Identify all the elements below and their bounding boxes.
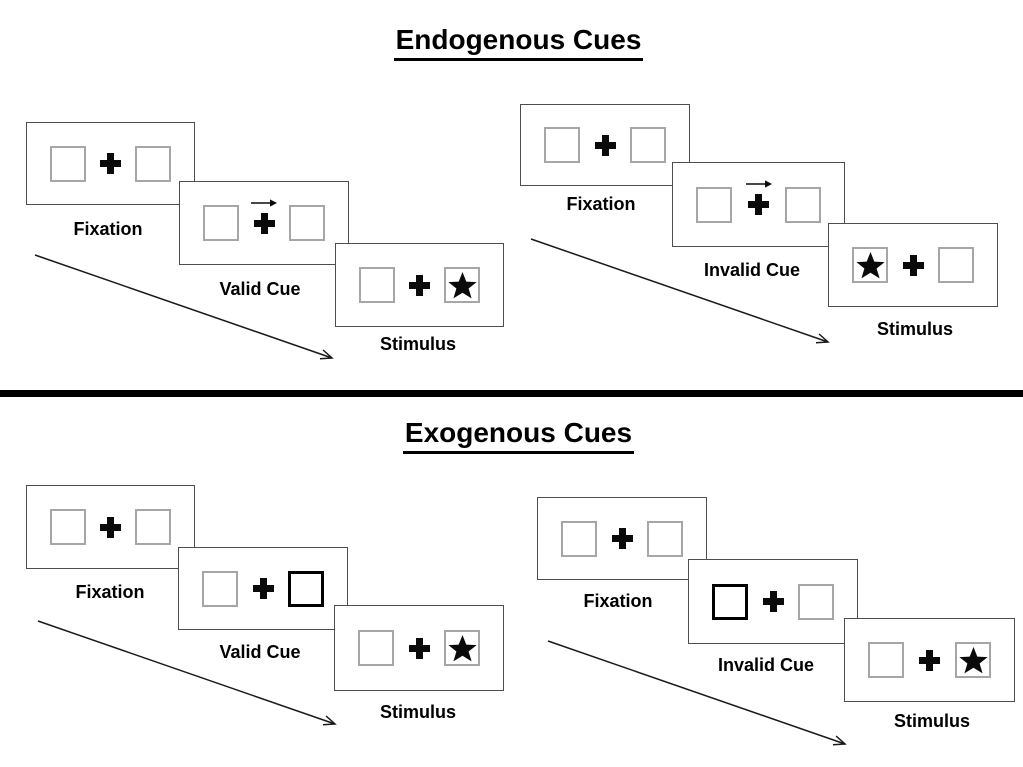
- fixation-screen: [537, 497, 707, 580]
- placeholder-box-right: [798, 583, 834, 620]
- cue-screen: [179, 181, 349, 265]
- placeholder-box-right: [630, 127, 666, 163]
- placeholder-box-left: [868, 642, 904, 678]
- target-star-icon: [855, 251, 885, 278]
- fixation-cross-icon: [762, 591, 784, 612]
- step-label-cue: Valid Cue: [219, 642, 301, 662]
- target-star-icon: [958, 646, 988, 673]
- placeholder-box-left: [359, 267, 395, 303]
- placeholder-box-right: [647, 520, 683, 557]
- fixation-screen: [520, 104, 690, 186]
- stimulus-screen: [334, 605, 504, 691]
- fixation-cross-icon: [611, 528, 633, 549]
- step-label-fixation: Fixation: [75, 582, 145, 602]
- cue-highlight-box-left: [712, 583, 748, 620]
- fixation-cross-icon: [100, 516, 121, 538]
- timeline-arrow-icon: [37, 620, 337, 726]
- section-title-exogenous-text: Exogenous Cues: [402, 417, 635, 454]
- fixation-screen: [26, 122, 195, 205]
- placeholder-box-left: [202, 570, 238, 607]
- step-label-fixation: Fixation: [583, 591, 653, 611]
- fixation-cross-icon: [902, 254, 924, 276]
- target-star-icon: [447, 634, 477, 661]
- step-label-fixation: Fixation: [73, 219, 143, 239]
- step-label-stimulus: Stimulus: [379, 702, 457, 722]
- timeline-arrow-icon: [530, 238, 830, 344]
- cue-right-arrow-icon: [251, 198, 277, 207]
- section-title-endogenous-text: Endogenous Cues: [393, 24, 644, 61]
- cue-screen: [672, 162, 845, 247]
- step-label-fixation: Fixation: [566, 194, 636, 214]
- target-box-right: [444, 267, 480, 303]
- target-box-left: [852, 247, 888, 283]
- placeholder-box-left: [358, 630, 394, 666]
- section-title-exogenous: Exogenous Cues: [14, 417, 1023, 454]
- cue-screen: [688, 559, 858, 644]
- fixation-cross-icon: [408, 637, 430, 659]
- target-box-right: [444, 630, 480, 666]
- step-label-cue: Invalid Cue: [717, 655, 815, 675]
- fixation-cross-icon: [745, 180, 772, 215]
- target-star-icon: [447, 271, 477, 298]
- step-label-cue: Invalid Cue: [703, 260, 801, 280]
- cue-screen: [178, 547, 348, 630]
- stimulus-screen: [335, 243, 504, 327]
- section-divider: [0, 390, 1023, 397]
- fixation-cross-icon: [251, 198, 277, 234]
- step-label-cue: Valid Cue: [219, 279, 301, 299]
- target-box-right: [955, 642, 991, 678]
- placeholder-box-right: [938, 247, 974, 283]
- step-label-stimulus: Stimulus: [876, 319, 954, 339]
- placeholder-box-right: [289, 205, 325, 241]
- stimulus-screen: [844, 618, 1015, 702]
- fixation-cross-icon: [594, 134, 616, 156]
- timeline-arrow-icon: [34, 254, 334, 360]
- placeholder-box-right: [785, 186, 821, 223]
- placeholder-box-left: [561, 520, 597, 557]
- placeholder-box-left: [50, 509, 86, 545]
- placeholder-box-left: [203, 205, 239, 241]
- cue-right-arrow-icon: [745, 180, 772, 188]
- placeholder-box-right: [135, 509, 171, 545]
- cue-highlight-box-right: [288, 570, 324, 607]
- placeholder-box-right: [135, 145, 171, 182]
- fixation-cross-icon: [409, 274, 430, 296]
- stimulus-screen: [828, 223, 998, 307]
- placeholder-box-left: [696, 186, 732, 223]
- timeline-arrow-icon: [547, 640, 847, 746]
- step-label-stimulus: Stimulus: [379, 334, 457, 354]
- section-title-endogenous: Endogenous Cues: [14, 24, 1023, 61]
- fixation-cross-icon: [100, 153, 121, 174]
- fixation-cross-icon: [919, 649, 940, 671]
- fixation-screen: [26, 485, 195, 569]
- placeholder-box-left: [544, 127, 580, 163]
- placeholder-box-left: [50, 145, 86, 182]
- fixation-cross-icon: [252, 578, 274, 599]
- step-label-stimulus: Stimulus: [893, 711, 971, 731]
